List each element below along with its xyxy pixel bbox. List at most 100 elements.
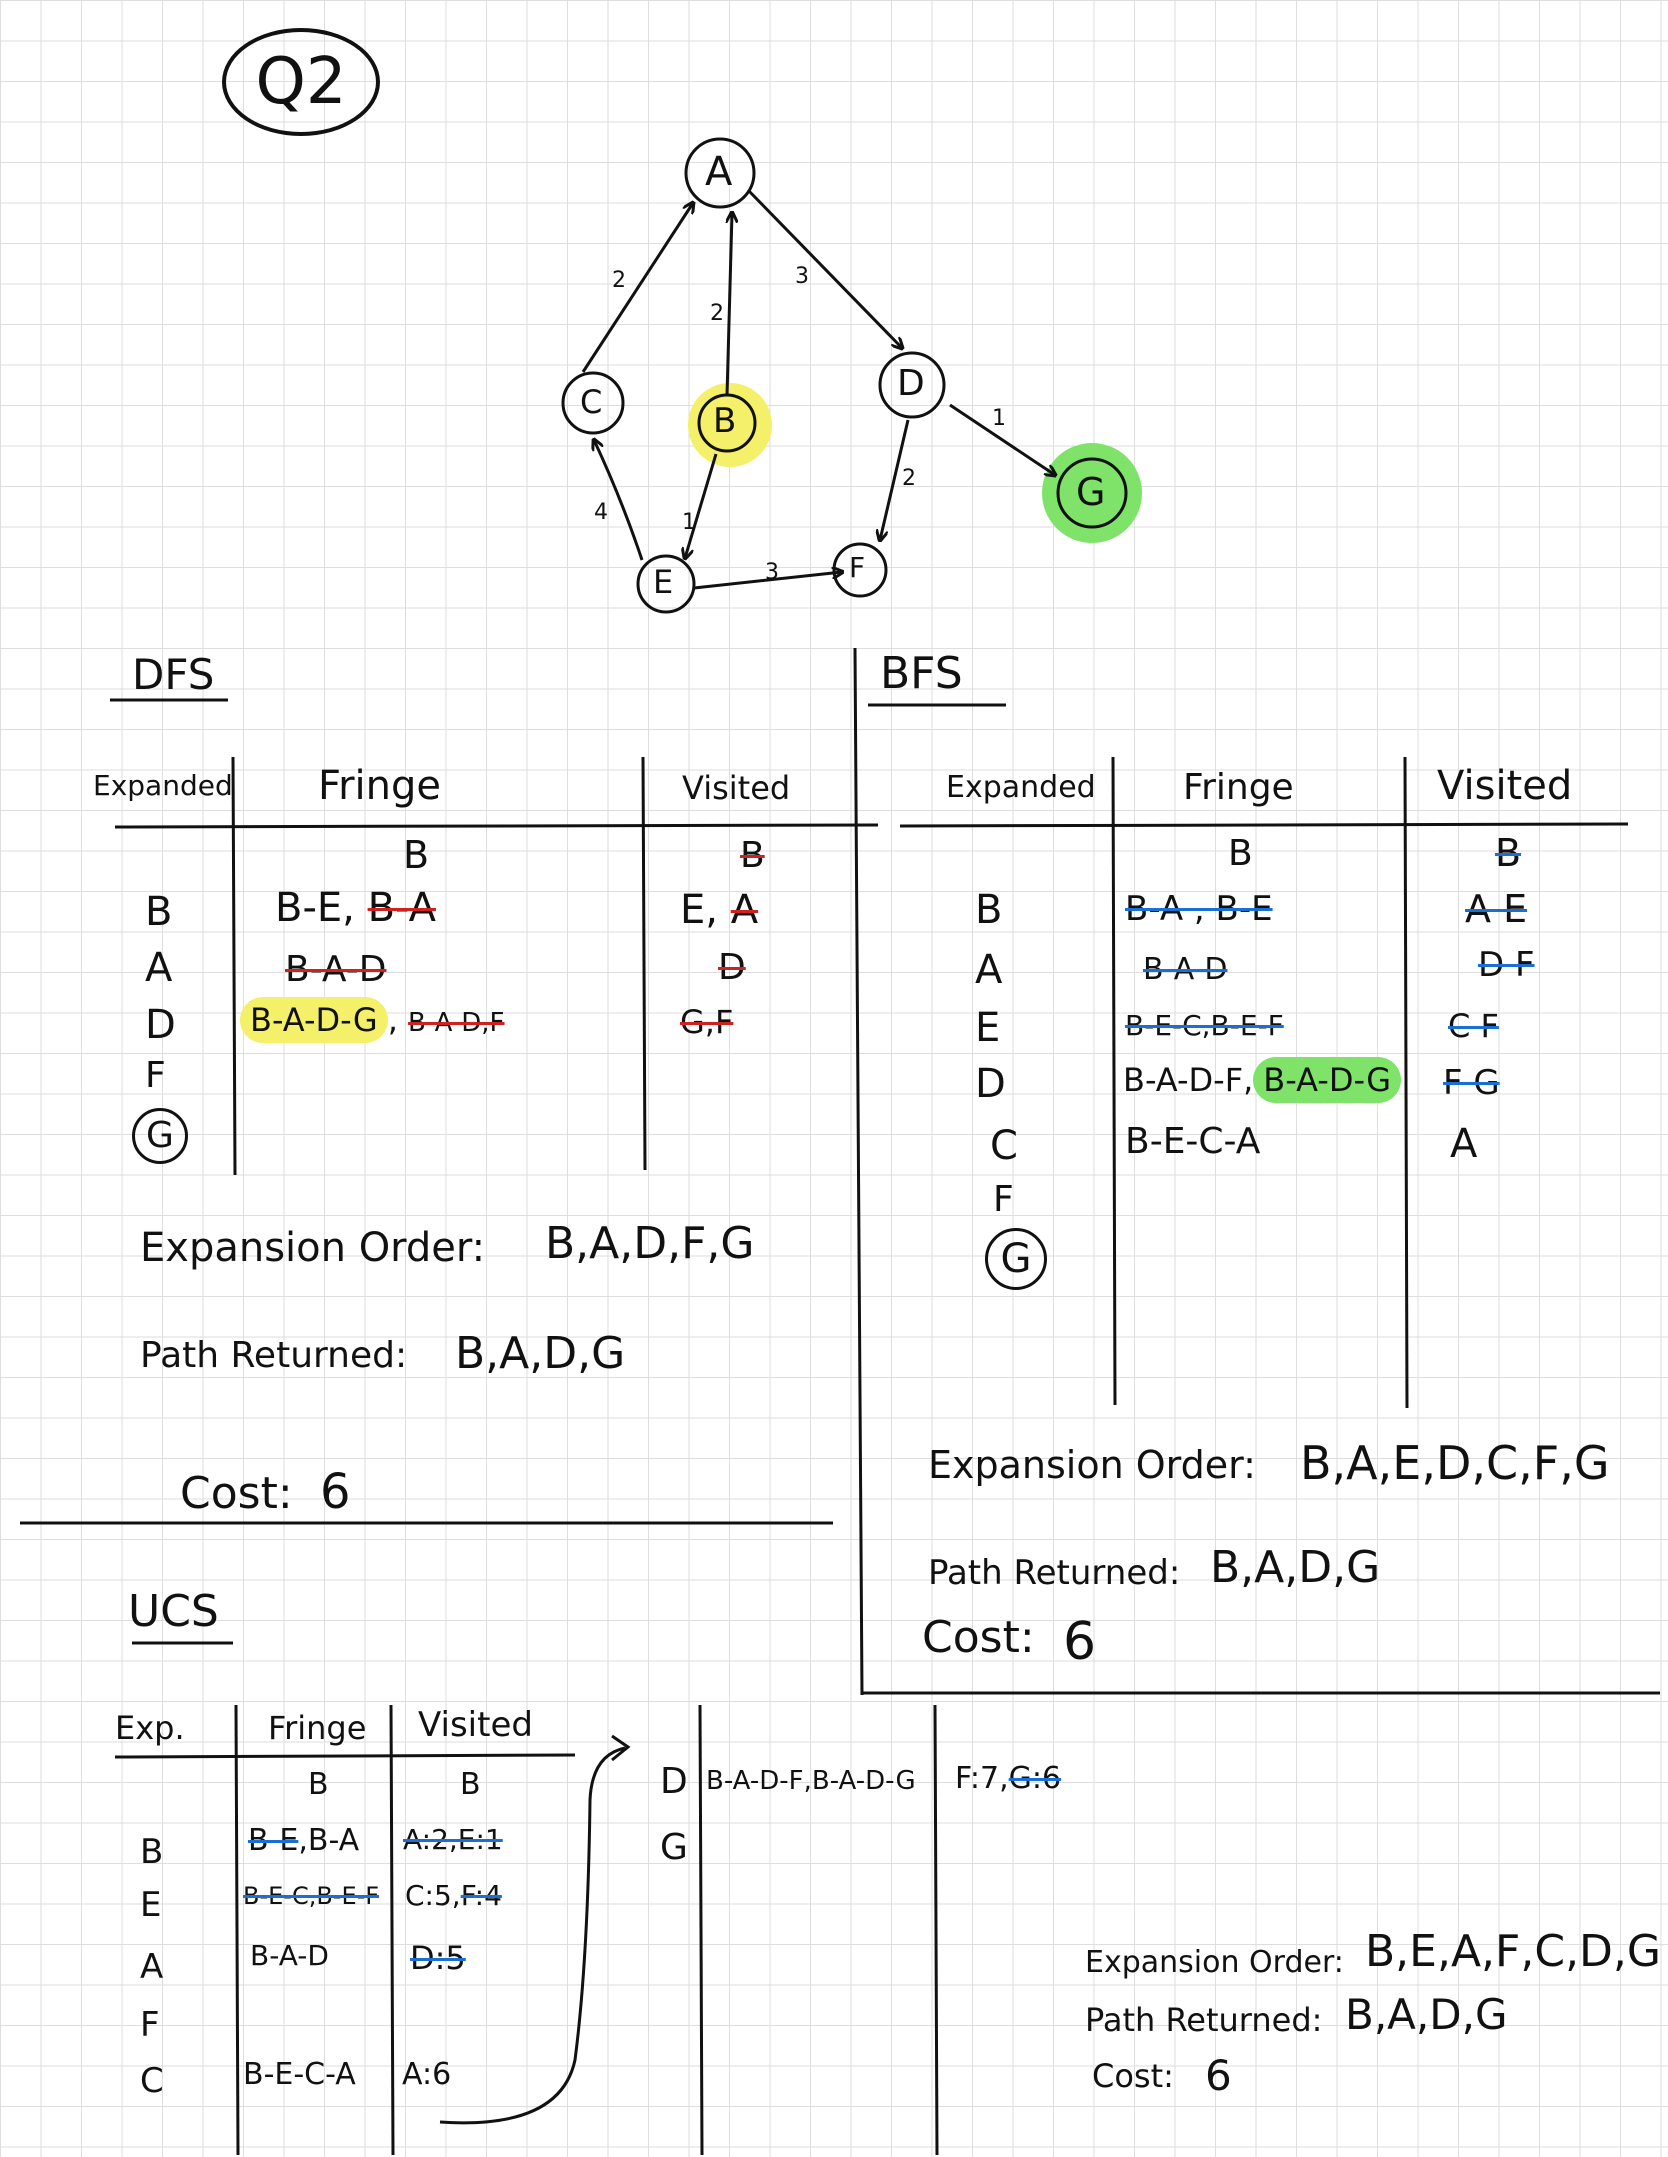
dfs-expansion-order: B,A,D,F,G — [545, 1218, 755, 1269]
ucs-cont-fringe: B-A-D-F,B-A-D-G — [706, 1766, 916, 1796]
bfs-expanded-5: C — [990, 1123, 1018, 1169]
dfs-expanded-goal: G — [132, 1108, 188, 1164]
edge-e-c — [594, 440, 644, 561]
ucs-cont-visited-kept: F:7, — [955, 1761, 1009, 1796]
bfs-expanded-1: B — [975, 887, 1003, 933]
dfs-goal-path-highlight: B-A-D-G — [240, 997, 388, 1043]
dfs-header-fringe: Fringe — [318, 763, 442, 809]
bfs-expanded-4: D — [975, 1061, 1006, 1107]
bfs-visited-row-5: A — [1450, 1121, 1478, 1167]
bfs-visited-row-3: C F — [1448, 1007, 1499, 1045]
ucs-cont-visited-struck: G:6 — [1008, 1761, 1062, 1796]
edge-weight-d-g: 1 — [992, 406, 1006, 431]
dfs-path: B,A,D,G — [455, 1328, 626, 1379]
dfs-expanded-4: F — [145, 1055, 166, 1096]
ucs-visited-row-2-kept: C:5, — [405, 1879, 461, 1912]
node-g — [1056, 457, 1128, 529]
dfs-initial-fringe: B — [403, 833, 430, 877]
bfs-visited-row-1: A E — [1465, 887, 1528, 931]
dfs-fringe-row-1-kept: B-E, — [275, 885, 355, 931]
bfs-visited-row-4: F G — [1443, 1063, 1500, 1103]
dfs-expanded-2: A — [145, 945, 173, 991]
ucs-visited-row-2: C:5,F:4 — [405, 1882, 502, 1910]
ucs-title: UCS — [128, 1586, 219, 1637]
node-label-g: G — [1076, 470, 1106, 514]
dfs-visited-row-2: D — [718, 947, 746, 988]
node-c — [561, 371, 625, 435]
ucs-expansion-order: B,E,A,F,C,D,G — [1365, 1926, 1662, 1977]
edge-weight-e-f: 3 — [765, 560, 779, 585]
node-e — [636, 554, 696, 614]
dfs-fringe-row-3: B-A-D-G, B-A-D,F — [240, 997, 505, 1043]
ucs-path: B,A,D,G — [1345, 1990, 1508, 2039]
bfs-visited-row-2: D F — [1478, 945, 1535, 985]
ucs-header-exp: Exp. — [115, 1709, 185, 1747]
node-f — [832, 542, 888, 598]
ucs-visited-row-5: A:6 — [402, 2057, 452, 2092]
ucs-cont-expanded-2: G — [660, 1827, 688, 1868]
node-label-a: A — [705, 149, 733, 195]
ucs-cont-expanded-1: D — [660, 1761, 688, 1802]
bfs-expansion-order-label: Expansion Order: — [928, 1443, 1256, 1487]
ucs-path-label: Path Returned: — [1085, 2001, 1323, 2039]
bfs-cost: 6 — [1063, 1612, 1097, 1672]
graph-edges — [561, 137, 1142, 614]
bfs-goal-path-highlight: B-A-D-G — [1253, 1057, 1401, 1103]
ucs-initial-fringe: B — [308, 1767, 329, 1802]
bfs-title: BFS — [880, 648, 963, 699]
ucs-fringe-row-3: B-A-D — [250, 1939, 329, 1972]
dfs-visited-row-1-struck: A — [730, 887, 759, 933]
ucs-header-fringe: Fringe — [268, 1709, 367, 1747]
bfs-fringe-row-1: B-A , B-E — [1125, 889, 1273, 929]
ucs-expanded-3: A — [140, 1947, 164, 1987]
edge-weight-e-c: 4 — [594, 500, 608, 525]
bfs-path-label: Path Returned: — [928, 1553, 1181, 1593]
bfs-header-expanded: Expanded — [946, 770, 1096, 805]
ucs-fringe-row-1: B-E,B-A — [248, 1826, 359, 1856]
bfs-header-visited: Visited — [1437, 763, 1573, 809]
bfs-fringe-row-4: B-A-D-F,B-A-D-G — [1123, 1057, 1401, 1103]
ucs-fringe-row-1-kept: ,B-A — [298, 1823, 360, 1858]
bfs-path: B,A,D,G — [1210, 1542, 1381, 1593]
node-label-d: D — [897, 363, 925, 404]
ucs-expanded-5: C — [140, 2061, 164, 2101]
edge-weight-b-a: 2 — [710, 301, 724, 326]
dfs-header-visited: Visited — [682, 769, 791, 807]
bfs-header-fringe: Fringe — [1183, 767, 1294, 808]
dfs-expanded-1: B — [145, 889, 173, 935]
ucs-fringe-row-2: B-E-C,B-E-F — [243, 1882, 380, 1910]
bfs-fringe-row-2: B-A-D — [1143, 952, 1228, 987]
node-label-e: E — [653, 563, 674, 601]
bfs-expansion-order: B,A,E,D,C,F,G — [1300, 1436, 1610, 1490]
edge-weight-a-d: 3 — [795, 264, 809, 289]
dfs-fringe-row-1: B-E, B-A — [275, 888, 436, 928]
dfs-cost: 6 — [320, 1464, 351, 1520]
node-d — [878, 351, 946, 419]
bfs-fringe-row-5: B-E-C-A — [1125, 1121, 1261, 1162]
bfs-fringe-row-3: B-E-C,B-E-F — [1125, 1009, 1284, 1042]
dfs-visited-row-1: E, A — [680, 890, 758, 930]
node-label-b: B — [713, 401, 737, 441]
dfs-cost-label: Cost: — [180, 1468, 293, 1519]
edge-weight-b-e: 1 — [682, 510, 696, 535]
dfs-title: DFS — [132, 650, 215, 699]
ucs-continuation-arrow — [439, 1746, 626, 2125]
edge-a-d — [746, 188, 902, 348]
bfs-expanded-goal: G — [985, 1228, 1047, 1290]
question-title: Q2 — [222, 28, 380, 136]
ucs-expansion-order-label: Expansion Order: — [1085, 1945, 1344, 1980]
ucs-fringe-row-1-struck: B-E — [248, 1823, 299, 1858]
dfs-fringe-row-2: B-A-D — [285, 949, 387, 990]
ucs-expanded-1: B — [140, 1832, 164, 1872]
edge-b-e — [685, 453, 718, 558]
dfs-expanded-3: D — [145, 1002, 176, 1048]
dfs-path-label: Path Returned: — [140, 1335, 408, 1376]
node-label-c: C — [580, 383, 603, 421]
edge-c-a — [581, 203, 693, 373]
ucs-fringe-row-5: B-E-C-A — [243, 2057, 356, 2092]
edge-b-a — [725, 213, 732, 397]
dfs-visited-row-3: G,F — [680, 1003, 734, 1041]
dfs-fringe-row-3-struck: B-A-D,F — [408, 1008, 505, 1038]
edge-weight-d-f: 2 — [902, 466, 916, 491]
